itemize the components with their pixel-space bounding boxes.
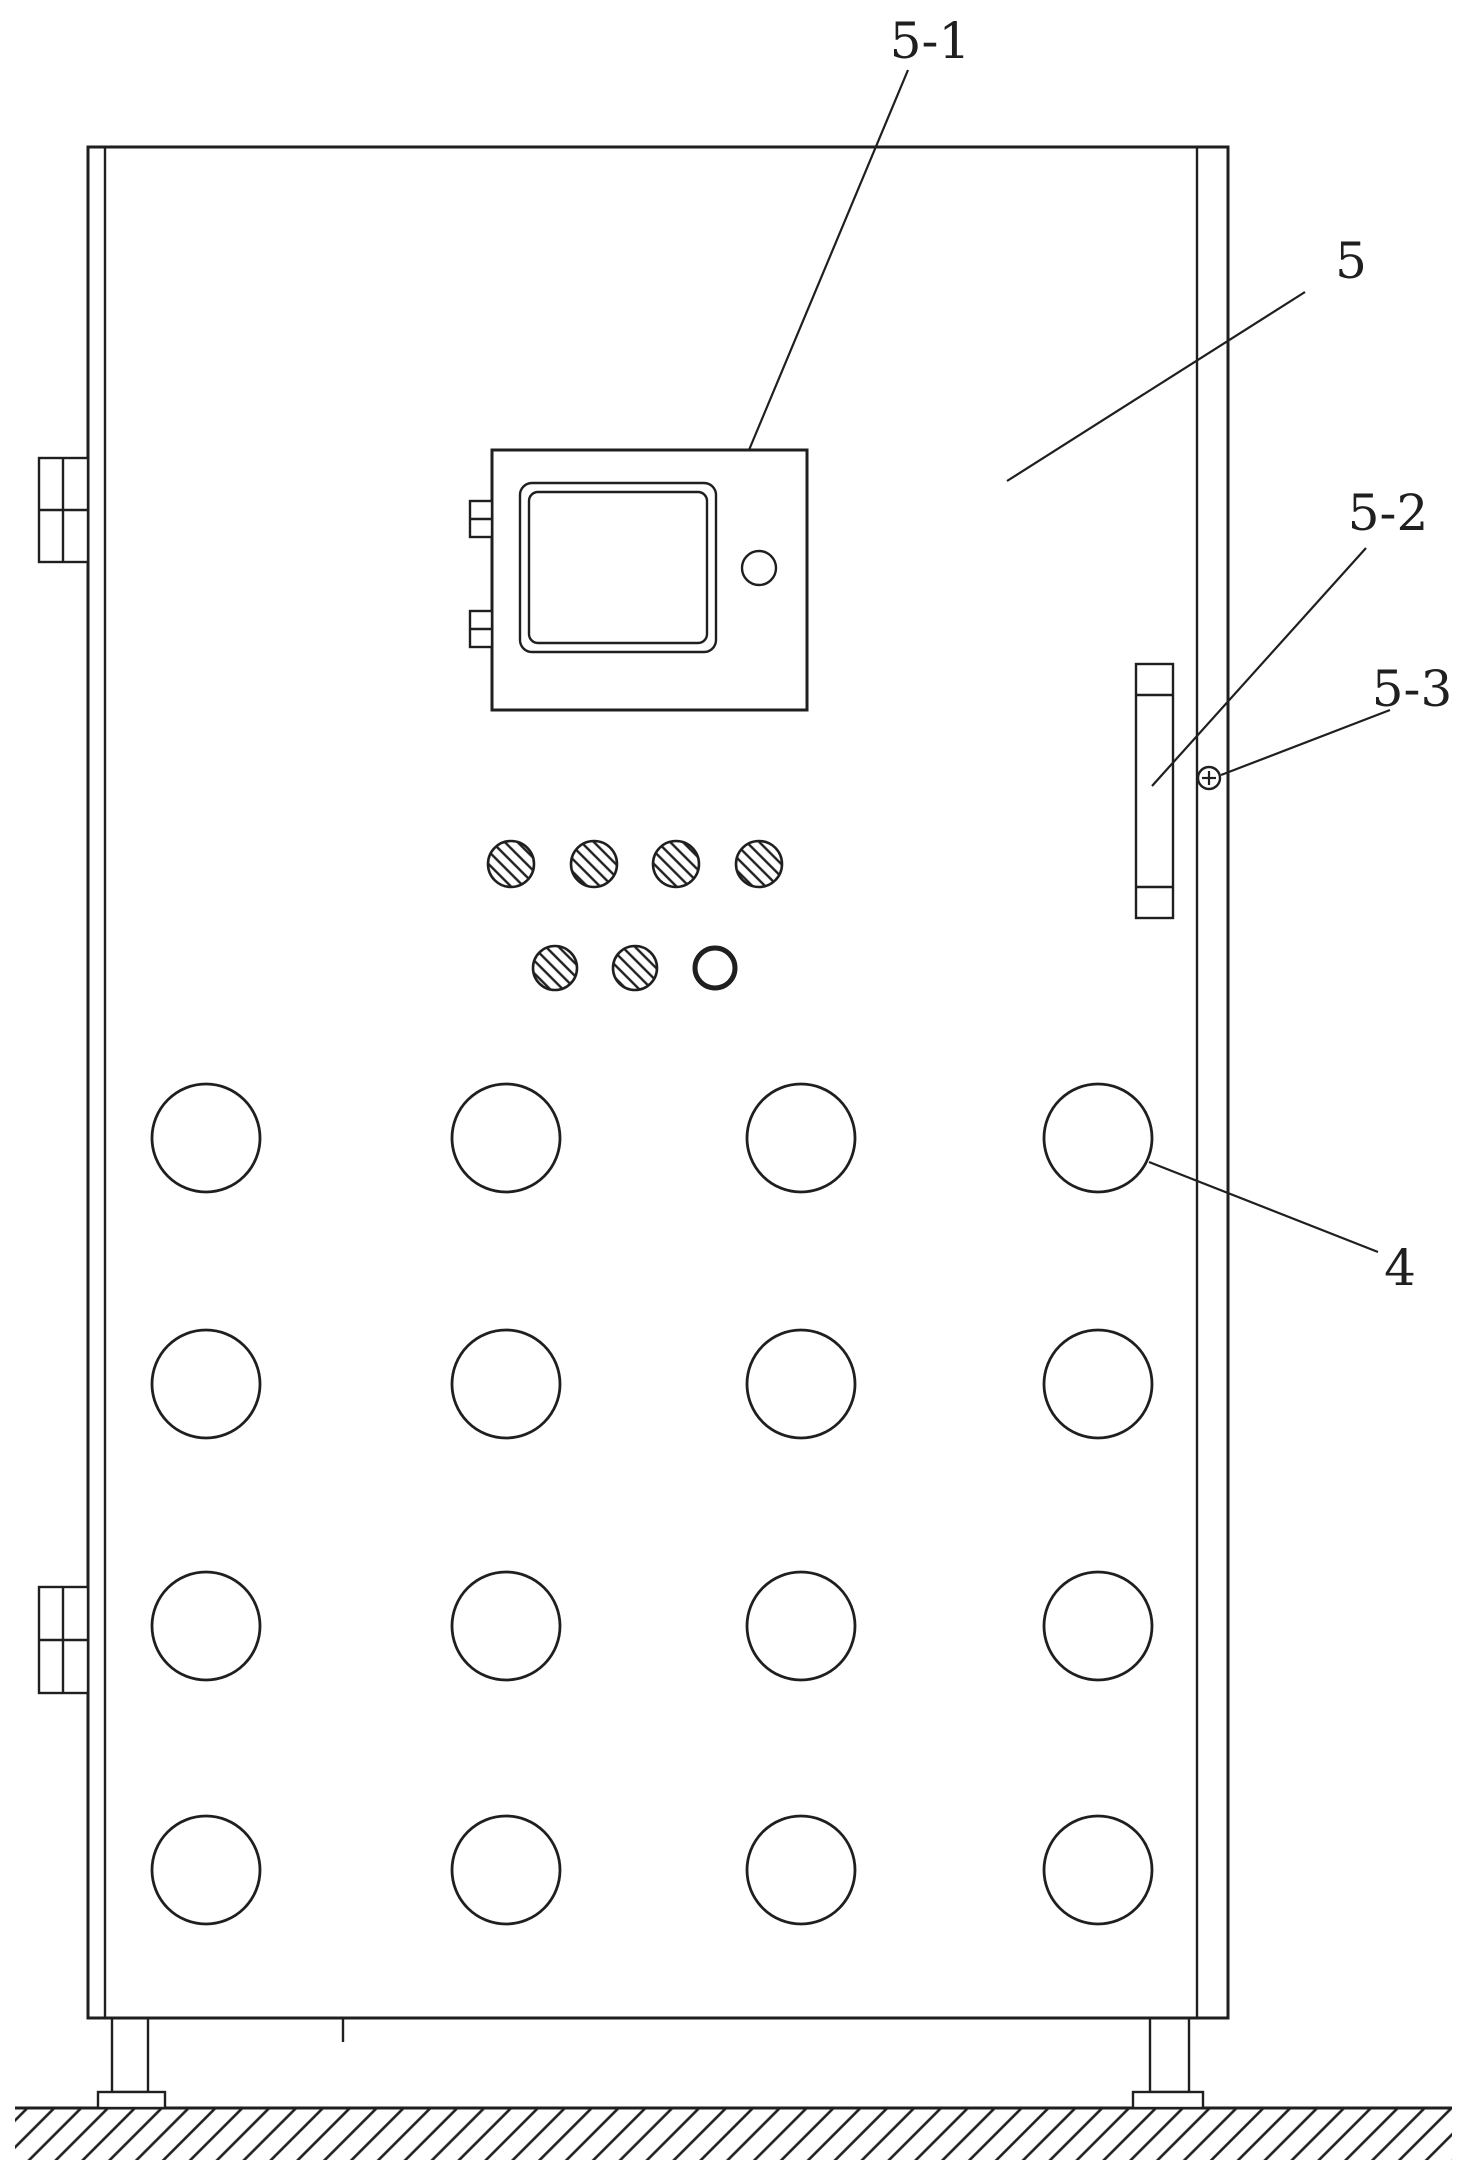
hole-circle [1042,1814,1154,1926]
hole-circle [1042,1570,1154,1682]
cabinet-legs [96,2016,1205,2110]
hole-circle [150,1328,262,1440]
leader-line-5-1 [747,69,910,451]
screw-icon [569,839,619,889]
leader-line-5-2 [1151,547,1367,787]
label-5: 5 [1335,232,1367,290]
hole-circle [1042,1328,1154,1440]
hole-circle [450,1328,562,1440]
top-hinge [37,456,90,564]
label-5-1: 5-1 [890,12,971,70]
display-screen-frame [518,481,718,654]
cabinet-outline [86,145,1230,2020]
control-box-outline [490,448,809,712]
door-handle [1134,662,1175,920]
hole-circle [745,1082,857,1194]
bottom-hinge [37,1585,90,1695]
label-5-3: 5-3 [1372,660,1453,718]
indicator-ring-icon [692,945,738,991]
hole-circle [150,1814,262,1926]
label-4: 4 [1384,1239,1416,1297]
screw-icon [531,944,579,992]
label-5-2: 5-2 [1348,484,1429,542]
leader-line-5-3 [1220,708,1391,777]
right-leg [1148,2016,1191,2094]
control-panel-box [468,448,809,712]
cabinet-body [86,145,1230,2020]
hole-circle [1042,1082,1154,1194]
reference-labels: 5-1 5 5-2 5-3 4 [890,12,1453,1297]
ground [15,2106,1452,2160]
leader-lines [747,69,1391,1254]
fastener-circles [486,839,784,992]
right-foot [1131,2090,1205,2110]
left-foot [96,2090,167,2110]
display-screen [527,490,709,645]
screw-icon [611,944,659,992]
left-leg [110,2016,150,2094]
hole-circle [450,1082,562,1194]
power-button-icon [740,549,778,587]
hole-circle [745,1570,857,1682]
hole-circle [150,1082,262,1194]
hole-circle [745,1814,857,1926]
screw-icon [734,839,784,889]
hole-circle [150,1570,262,1682]
hole-grid [150,1082,1154,1926]
handle-bar [1134,662,1175,920]
hole-circle [450,1814,562,1926]
hinges [37,456,90,1695]
screw-icon [651,839,701,889]
screw-icon [486,839,536,889]
hole-circle [450,1570,562,1682]
leader-line-5 [1006,291,1306,482]
door-lock [1196,765,1222,791]
leader-line-4 [1148,1160,1379,1254]
hole-circle [745,1328,857,1440]
ground-hatch [15,2108,1452,2160]
